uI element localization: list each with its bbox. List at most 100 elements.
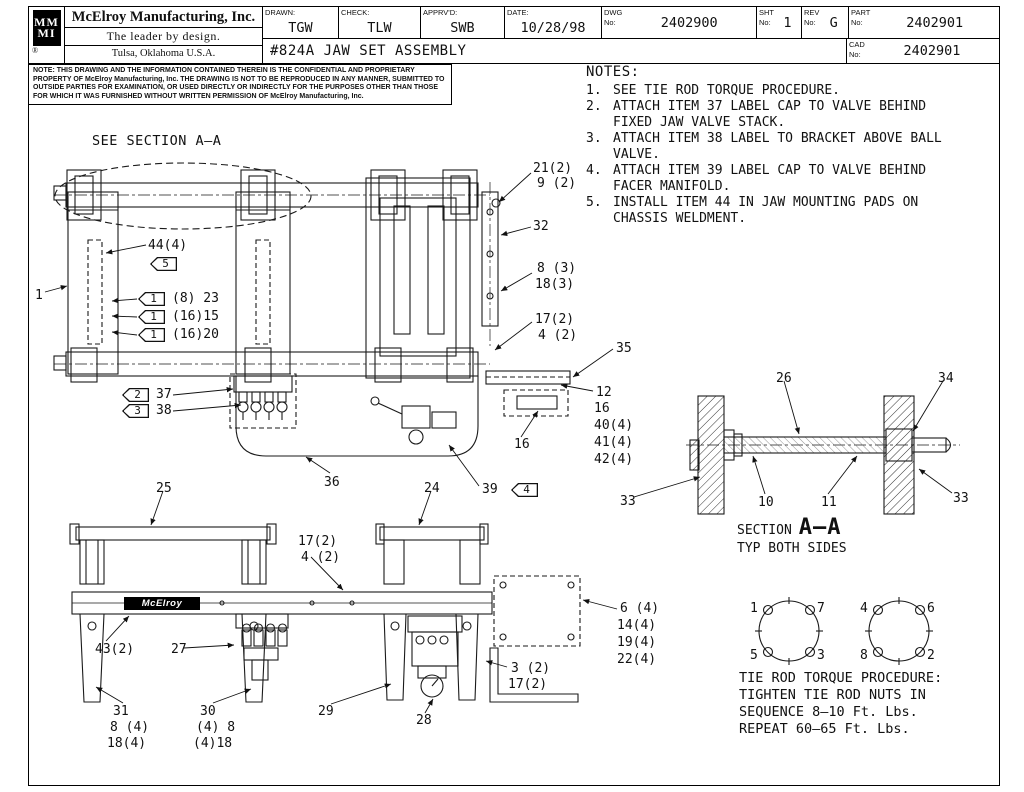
company-info: McElroy Manufacturing, Inc. The leader b… [65,7,263,63]
callout-label: 31 [113,704,129,719]
field-label: PART No: [851,8,871,27]
callout-label: 33 [953,491,969,506]
bolt-pattern-drawing [755,597,933,665]
item-flag: 1 [138,310,165,324]
item-flag: 5 [150,257,177,271]
callout-label: 21(2) [533,161,573,176]
field-label: CHECK: [341,8,370,17]
callout-label: 1 [35,288,43,303]
callout-label: (8) 23 [172,291,219,306]
field-date: DATE: 10/28/98 [505,7,602,38]
callout-label: 14(4) [617,618,657,633]
callout-label: 24 [424,481,440,496]
notes-section: NOTES: 1. SEE TIE ROD TORQUE PROCEDURE. … [586,64,990,227]
callout-label: (16)15 [172,309,219,324]
callout-label: 34 [938,371,954,386]
company-tagline: The leader by design. [65,28,262,46]
proprietary-note: NOTE: THIS DRAWING AND THE INFORMATION C… [28,64,452,105]
torque-procedure: TIE ROD TORQUE PROCEDURE: TIGHTEN TIE RO… [739,670,943,737]
title-block-fields: DRAWN: TGW CHECK: TLW APPRV'D: SWB DATE:… [263,7,999,63]
callout-label: 36 [324,475,340,490]
section-title: SECTION A–A TYP BOTH SIDES [737,515,847,556]
bolt-number: 4 [860,601,868,616]
item-flag: 3 [122,404,149,418]
field-value: TGW [288,19,313,36]
leader-lines [44,172,953,714]
callout-label: 22(4) [617,652,657,667]
front-view-drawing [69,523,581,703]
bolt-number: 8 [860,648,868,663]
callout-label: 37 [156,387,172,402]
note-item: 1. SEE TIE ROD TORQUE PROCEDURE. [586,83,840,98]
item-flag: 1 [138,328,165,342]
callout-label: 17(2) [535,312,575,327]
field-value: 2402900 [660,14,718,31]
section-view-drawing [686,395,960,515]
bolt-number: 7 [817,601,825,616]
field-value: 2402901 [906,14,964,31]
bolt-number: 6 [927,601,935,616]
callout-label: 26 [776,371,792,386]
field-sht-no: SHT No: 1 [757,7,802,38]
note-item: 4. ATTACH ITEM 39 LABEL CAP TO VALVE BEH… [586,163,927,194]
field-part-no: PART No: 2402901 [849,7,999,38]
callout-label: 29 [318,704,334,719]
field-label: DRAWN: [265,8,296,17]
company-location: Tulsa, Oklahoma U.S.A. [111,48,216,59]
callout-label: 17(2) [508,677,548,692]
item-flag: 1 [138,292,165,306]
field-label: APPRV'D: [423,8,458,17]
callout-label: (16)20 [172,327,219,342]
callout-label: 27 [171,642,187,657]
callout-label: 17(2) [298,534,338,549]
field-check: CHECK: TLW [339,7,421,38]
callout-label: 42(4) [594,452,634,467]
callout-label: 4 (2) [538,328,578,343]
bolt-number: 2 [927,648,935,663]
field-value: 2402901 [903,43,961,59]
field-value: SWB [450,19,475,36]
callout-label: 12 [596,385,612,400]
callout-label: 11 [821,495,837,510]
callout-label: 40(4) [594,418,634,433]
callout-label: 16 [594,401,610,416]
callout-label: 38 [156,403,172,418]
field-label: CAD No: [849,40,865,59]
callout-label: 28 [416,713,432,728]
field-label: SHT No: [759,8,774,27]
callout-label: 19(4) [617,635,657,650]
callout-label: 9 (2) [537,176,577,191]
mmi-logo-icon: MM MI [32,10,61,46]
callout-label: 30 [200,704,216,719]
callout-label: 18(4) [107,736,147,751]
mcelroy-brand-label: McElroy [124,597,200,610]
see-section-label: SEE SECTION A–A [92,133,222,149]
note-item: 3. ATTACH ITEM 38 LABEL TO BRACKET ABOVE… [586,131,942,162]
callout-label: 10 [758,495,774,510]
callout-label: (4)18 [193,736,233,751]
field-value: 10/28/98 [520,19,586,36]
field-label: REV No: [804,8,820,27]
field-cad-no: CAD No: 2402901 [847,39,999,63]
bolt-number: 1 [750,601,758,616]
callout-label: 18(3) [535,277,575,292]
top-view-drawing [53,162,571,457]
field-drawn: DRAWN: TGW [263,7,339,38]
registered-mark: ® [32,46,39,55]
callout-label: 41(4) [594,435,634,450]
callout-label: 39 [482,482,498,497]
callout-label: 25 [156,481,172,496]
callout-label: 3 (2) [511,661,551,676]
field-dwg-no: DWG No: 2402900 [602,7,757,38]
note-item: 2. ATTACH ITEM 37 LABEL CAP TO VALVE BEH… [586,99,927,130]
field-label: DATE: [507,8,529,17]
callout-label: 32 [533,219,549,234]
callout-label: 43(2) [95,642,135,657]
bolt-number: 5 [750,648,758,663]
callout-label: 8 (4) [110,720,150,735]
notes-heading: NOTES: [586,64,640,80]
field-value: TLW [367,19,392,36]
item-flag: 2 [122,388,149,402]
item-flag: 4 [511,483,538,497]
